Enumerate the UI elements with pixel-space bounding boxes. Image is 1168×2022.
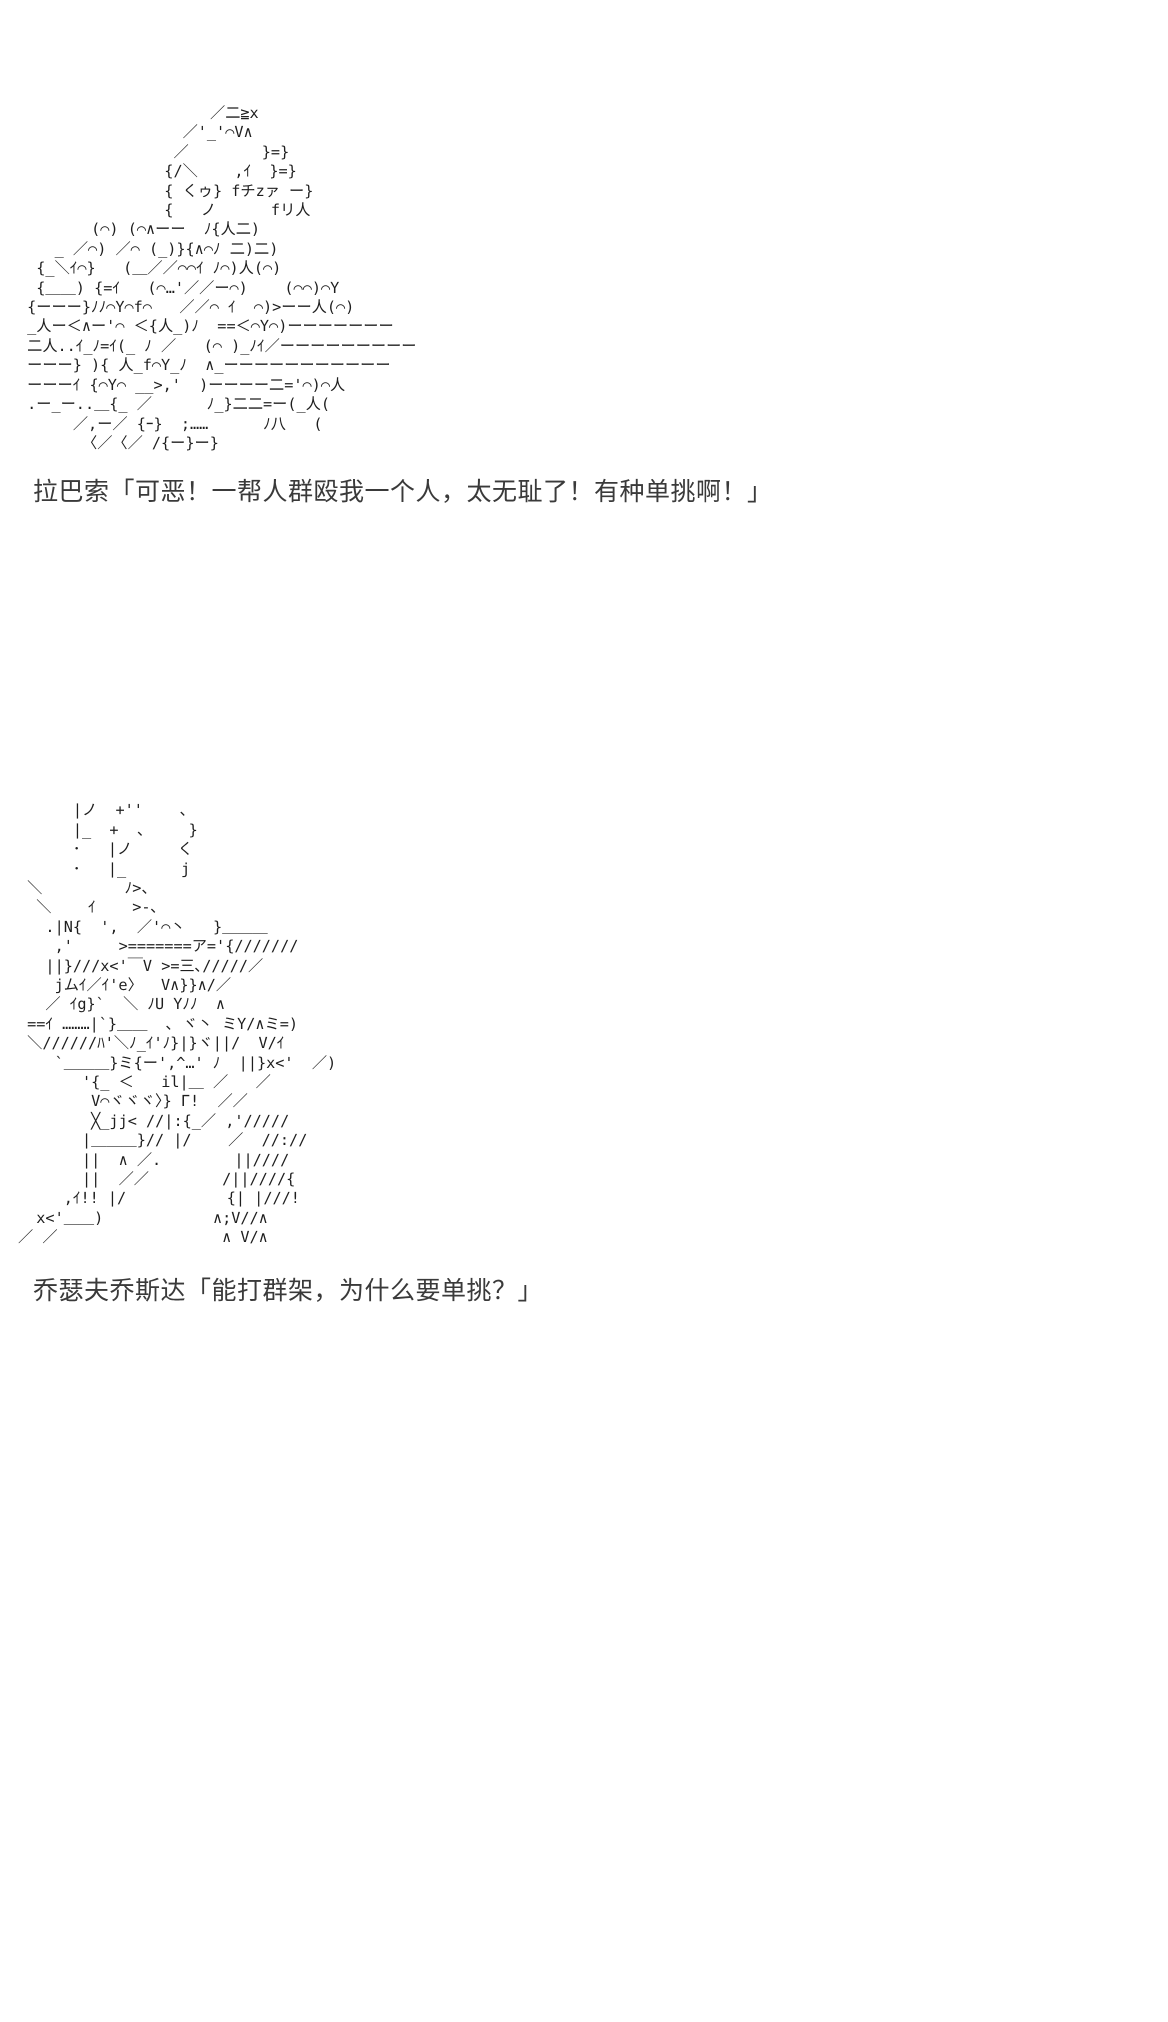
ascii-art-joseph-joestar: |ノ +'' 、 |_ + 、 } ･ |ノ く ･ |_ j ＼ ﾉ>、 ＼ … (18, 801, 337, 1247)
post-spacer-2 (0, 1308, 1168, 1360)
ascii-art-rabasso: ／二≧x ／'_'⌒V∧ ／ }=} {/＼ ,ｲ }=} { くゥ} fチzァ… (27, 104, 417, 452)
post-spacer-1 (0, 509, 1168, 801)
post-block-2: |ノ +'' 、 |_ + 、 } ･ |ノ く ･ |_ j ＼ ﾉ>、 ＼ … (0, 801, 1168, 1307)
dialogue-line-1: 拉巴索「可恶！一帮人群殴我一个人，太无耻了！有种单挑啊！」 (33, 478, 773, 507)
dialogue-line-2: 乔瑟夫乔斯达「能打群架，为什么要单挑？」 (33, 1276, 544, 1305)
post-block-1: ／二≧x ／'_'⌒V∧ ／ }=} {/＼ ,ｲ }=} { くゥ} fチzァ… (0, 0, 1168, 509)
